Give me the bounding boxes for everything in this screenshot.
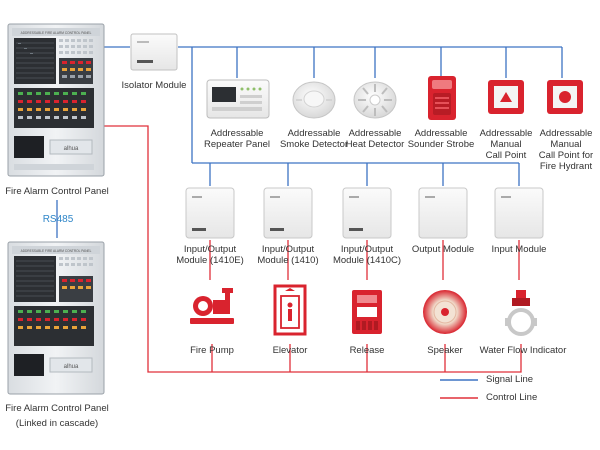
elevator-icon [273, 284, 307, 336]
fire-alarm-control-panel: ADDRESSABLE FIRE ALARM CONTROL PANEL [7, 23, 105, 177]
equipment-label-speaker: Speaker [427, 345, 463, 356]
svg-text:ADDRESSABLE FIRE ALARM CONTROL: ADDRESSABLE FIRE ALARM CONTROL PANEL [21, 31, 92, 35]
control-line-panel [104, 125, 522, 373]
fire-pump-icon [190, 288, 234, 324]
signal-lines [56, 46, 563, 238]
isolator-label: Isolator Module [121, 80, 187, 91]
repeater-panel [206, 79, 270, 119]
equipment-label-release: Release [349, 345, 385, 356]
release-icon [352, 290, 382, 334]
control-lines [104, 125, 522, 373]
main-panel-label: Fire Alarm Control Panel [5, 186, 109, 197]
water-flow-indicator-icon [505, 290, 537, 336]
equipment-label-elevator: Elevator [272, 345, 308, 356]
io-module-1410e [185, 187, 235, 239]
svg-text:ADDRESSABLE FIRE ALARM CONTROL: ADDRESSABLE FIRE ALARM CONTROL PANEL [21, 249, 92, 253]
smoke-detector [292, 81, 336, 119]
hydrant-call-point [547, 80, 583, 114]
output-module [418, 187, 468, 239]
speaker-icon [423, 290, 467, 334]
cascade-control-panel: ADDRESSABLE FIRE ALARM CONTROL PANEL a [7, 241, 105, 395]
module-label-output: Output Module [411, 244, 475, 255]
cascade-panel-label-1: Fire Alarm Control Panel [5, 403, 109, 414]
isolator-module [130, 33, 178, 71]
svg-text:alhua: alhua [64, 146, 79, 152]
sounder-strobe [428, 76, 456, 120]
module-label-input: Input Module [491, 244, 547, 255]
cascade-panel-label-2: (Linked in cascade) [15, 418, 99, 429]
manual-call-point [488, 80, 524, 114]
svg-text:alhua: alhua [64, 364, 79, 370]
io-module-1410c [342, 187, 392, 239]
rs485-label: RS485 [42, 214, 74, 225]
equipment-label-pump: Fire Pump [190, 345, 234, 356]
io-module-1410 [263, 187, 313, 239]
equipment-label-waterflow: Water Flow Indicator [479, 345, 567, 356]
legend-control-label: Control Line [486, 392, 538, 403]
input-module [494, 187, 544, 239]
legend-signal-label: Signal Line [486, 374, 534, 385]
legend [440, 379, 478, 399]
heat-detector [353, 81, 397, 119]
